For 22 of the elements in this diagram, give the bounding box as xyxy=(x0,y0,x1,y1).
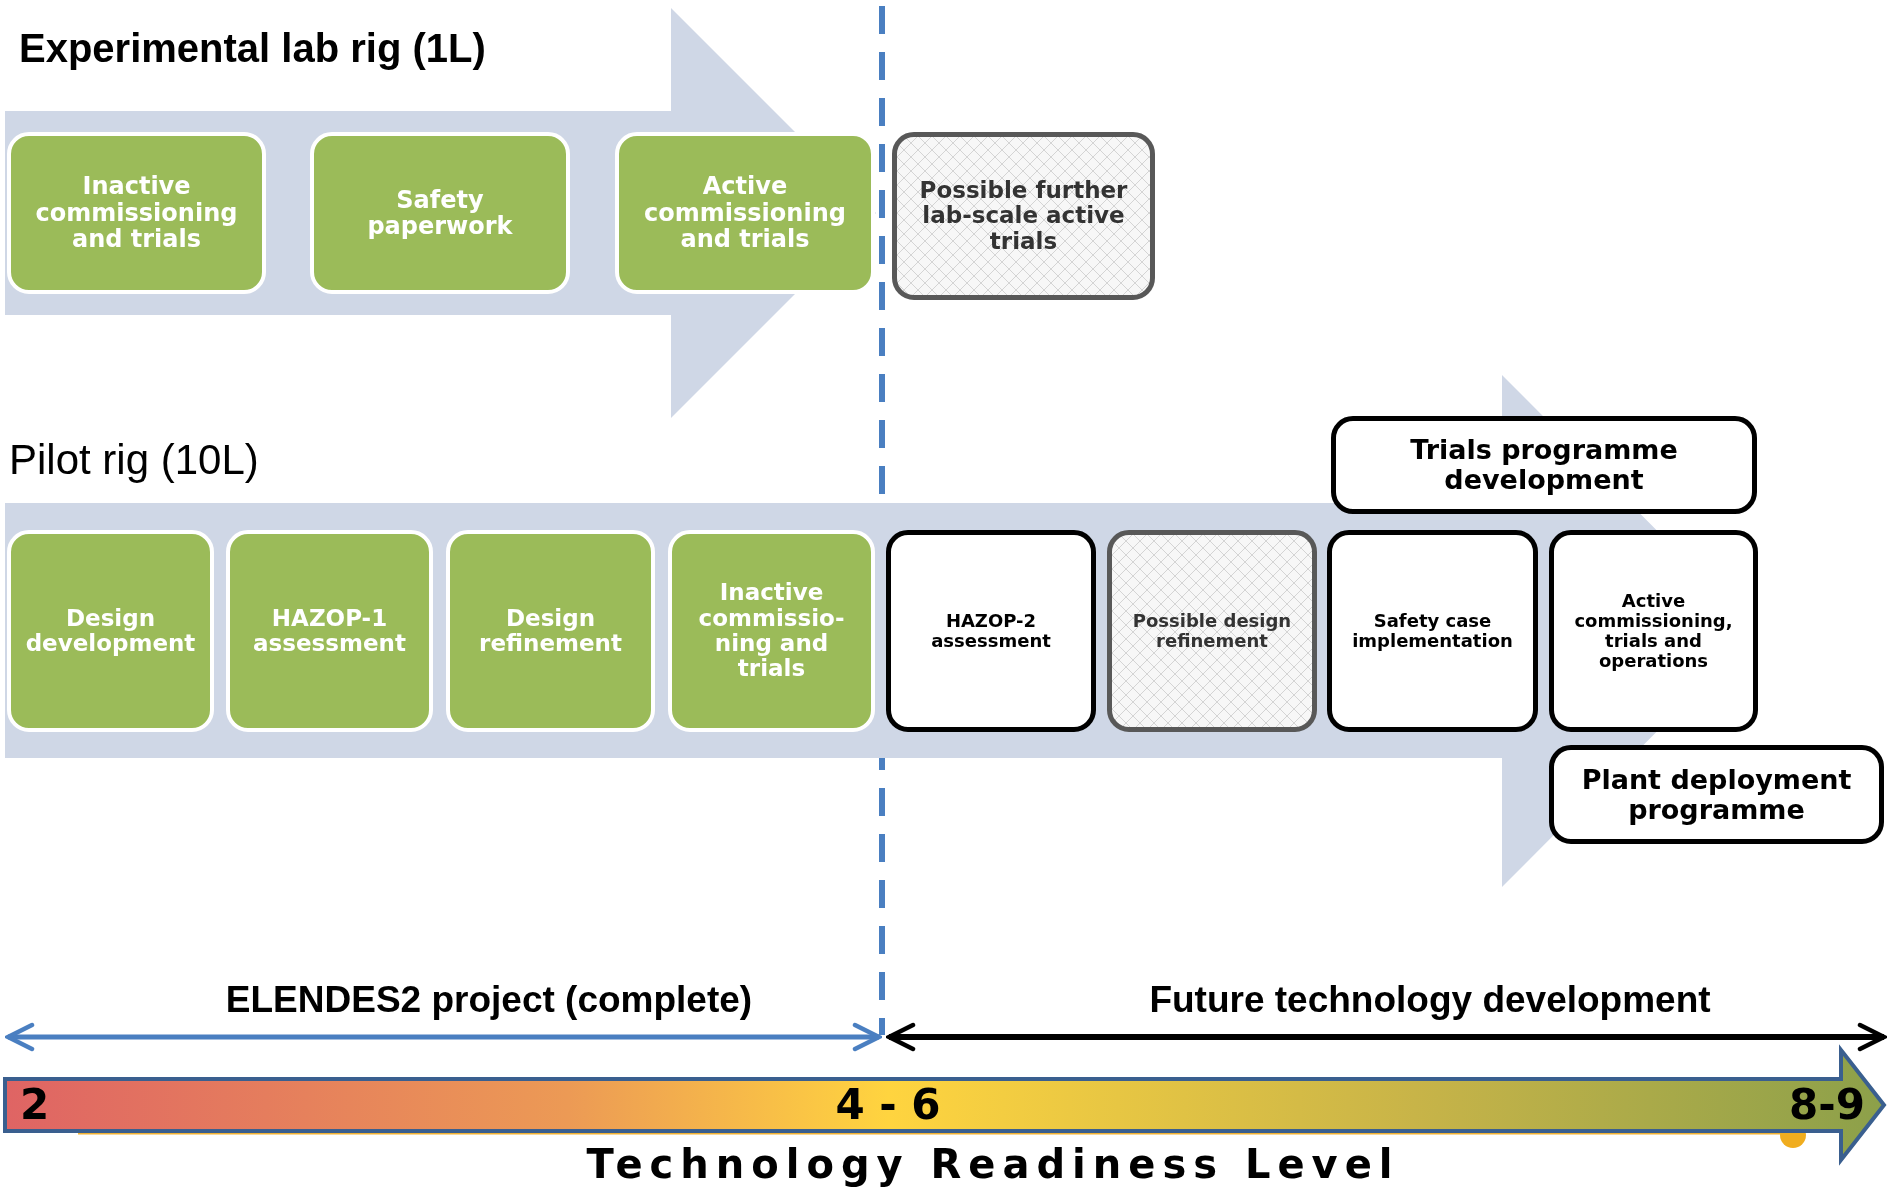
task-box: Safety case implementation xyxy=(1327,530,1538,732)
task-box: Active commissioning, trials and operations xyxy=(1549,530,1758,732)
hatched-task-box: Possible design refinement xyxy=(1107,530,1317,732)
task-box: Design refinement xyxy=(446,530,655,732)
task-box: Safety paperwork xyxy=(310,132,570,294)
task-box: Trials programme development xyxy=(1331,416,1757,514)
scale-value: 4 - 6 xyxy=(835,1084,941,1126)
scale-value: 8-9 xyxy=(1789,1084,1865,1126)
scale-value: 2 xyxy=(20,1084,50,1126)
band-arrow xyxy=(5,8,876,418)
task-box: Inactive commissioning and trials xyxy=(7,132,266,294)
hatched-task-box: Possible further lab-scale active trials xyxy=(892,132,1155,300)
task-box: HAZOP-2 assessment xyxy=(886,530,1096,732)
task-box: Inactive commissio-ning and trials xyxy=(668,530,875,732)
task-box: Plant deployment programme xyxy=(1549,745,1884,844)
span-label: Future technology development xyxy=(1149,980,1711,1018)
section-title: Experimental lab rig (1L) xyxy=(19,28,486,68)
span-label: ELENDES2 project (complete) xyxy=(225,980,753,1018)
task-box: Active commissioning and trials xyxy=(615,132,875,294)
task-box: HAZOP-1 assessment xyxy=(226,530,433,732)
section-title: Pilot rig (10L) xyxy=(9,439,259,481)
task-box: Design development xyxy=(7,530,214,732)
